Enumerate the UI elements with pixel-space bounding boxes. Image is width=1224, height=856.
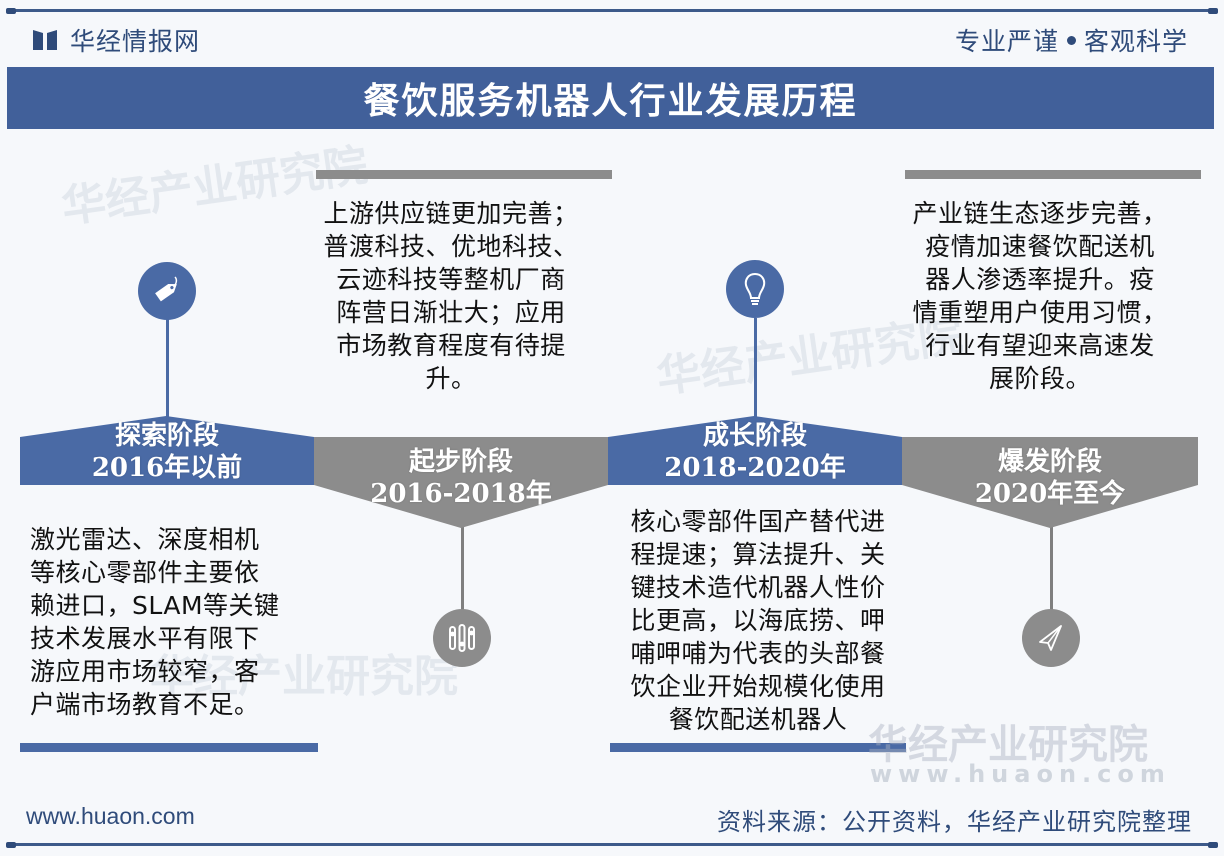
stage-1-label: 探索阶段 2016年以前 [20, 420, 314, 484]
bottom-rule [8, 843, 1216, 846]
stage-4-icon-badge [1022, 609, 1080, 667]
footer-source: 资料来源：公开资料，华经产业研究院整理 [717, 808, 1192, 836]
stage-3-label: 成长阶段 2018-2020年 [608, 420, 902, 484]
stage-2-top-bar [316, 170, 612, 179]
watermark-url: www.huaon.com [870, 760, 1171, 788]
stage-4-label: 爆发阶段 2020年至今 [902, 446, 1198, 510]
stage-4-name: 爆发阶段 [997, 447, 1102, 477]
stage-1-icon-badge [138, 262, 196, 320]
slogan-right: 客观科学 [1083, 27, 1188, 56]
stage-1-name: 探索阶段 [114, 421, 219, 451]
stage-3-icon-badge [726, 260, 784, 318]
stage-4-connector [1050, 525, 1053, 615]
stage-2-icon-badge [433, 609, 491, 667]
slogan-left: 专业严谨 [954, 27, 1059, 56]
stage-2-description: 上游供应链更加完善； 普渡科技、优地科技、 云迹科技等整机厂商 阵营日渐壮大；应… [323, 199, 579, 393]
stage-3-name: 成长阶段 [702, 421, 807, 451]
stage-3-bottom-bar [610, 743, 906, 752]
stage-2-shape [314, 437, 608, 528]
bottom-rule-cap-right [1208, 842, 1218, 848]
stage-3-connector [754, 318, 757, 418]
top-rule-cap-left [6, 8, 16, 14]
slogan: 专业严谨 客观科学 [955, 22, 1188, 58]
stage-1-connector [166, 318, 169, 418]
title-bar: 餐饮服务机器人行业发展历程 [7, 67, 1214, 129]
stage-1-description: 激光雷达、深度相机 等核心零部件主要依 赖进口，SLAM等关键 技术发展水平有限… [30, 525, 280, 719]
page-title: 餐饮服务机器人行业发展历程 [363, 80, 858, 122]
tag-icon [155, 276, 178, 302]
lightbulb-icon [744, 272, 766, 305]
stage-2-period: 2016-2018年 [370, 479, 552, 509]
stage-4-top-bar [905, 170, 1201, 179]
stage-2-name: 起步阶段 [408, 447, 513, 477]
paper-plane-icon [1039, 625, 1062, 651]
stage-2-connector [461, 525, 464, 615]
brand-logo-icon [33, 30, 57, 50]
stage-3-description: 核心零部件国产替代进 程提速；算法提升、关 键技术造代机器人性价 比更高，以海底… [630, 507, 886, 734]
bullet-dot-icon [1066, 35, 1076, 45]
stage-4-period: 2020年至今 [974, 479, 1126, 509]
stage-3-period: 2018-2020年 [664, 453, 846, 483]
sliders-icon [449, 624, 475, 652]
brand: 华经情报网 [32, 22, 200, 58]
stage-4-shape [902, 437, 1198, 528]
stage-1-bottom-bar [20, 743, 318, 752]
top-rule-cap-right [1208, 8, 1218, 14]
stage-3-shape [608, 416, 902, 485]
brand-name: 华经情报网 [70, 27, 201, 56]
top-rule [8, 9, 1216, 12]
stage-4-description: 产业链生态逐步完善， 疫情加速餐饮配送机 器人渗透率提升。疫 情重塑用户使用习惯… [912, 199, 1168, 393]
footer-website: www.huaon.com [26, 803, 195, 829]
stage-1-shape [20, 416, 314, 485]
bottom-rule-cap-left [6, 842, 16, 848]
stage-2-label: 起步阶段 2016-2018年 [314, 446, 608, 510]
stage-1-period: 2016年以前 [91, 453, 243, 483]
